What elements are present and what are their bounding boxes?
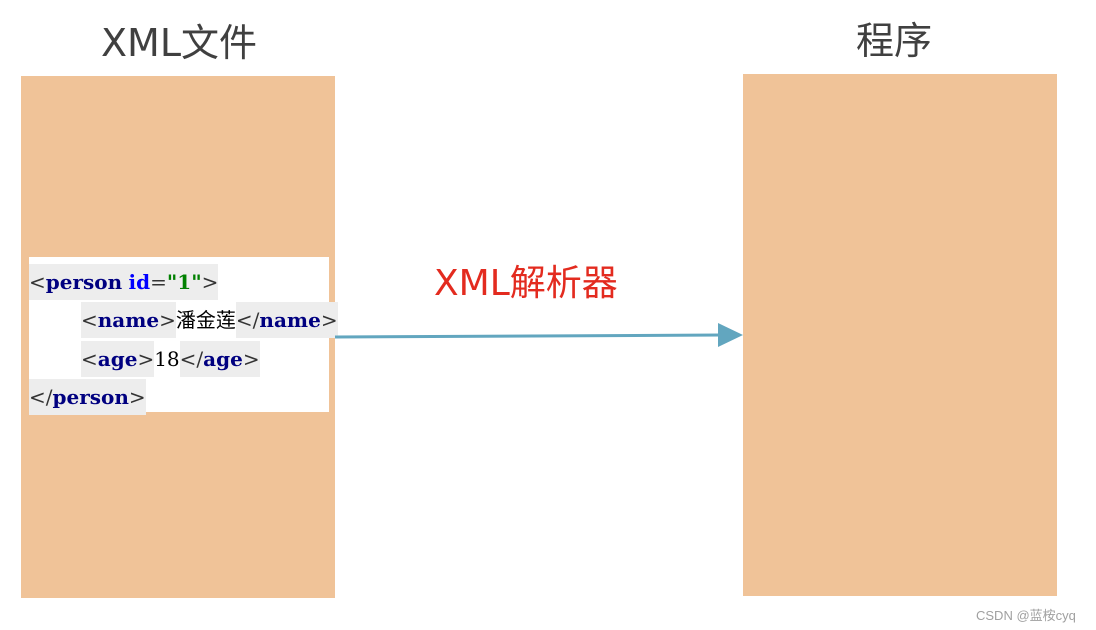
arrow-head [718, 323, 743, 347]
code-end-lt: </ [29, 385, 53, 409]
code-end-gt: > [128, 385, 146, 409]
code-end-tag-person: person [52, 385, 129, 409]
code-end-tag-name: name [259, 308, 321, 332]
code-attr-id: id [128, 270, 151, 294]
code-eq: = [150, 270, 167, 294]
code-line-age: <age>18</age> [81, 341, 260, 377]
code-line-person-open: <person id="1"> [29, 264, 219, 300]
program-box [743, 74, 1057, 596]
code-tag-age: age [97, 347, 138, 371]
code-tag-name: name [97, 308, 160, 332]
xml-parser-label: XML解析器 [434, 263, 618, 304]
code-tag-person: person [45, 270, 123, 294]
code-end-gt: > [320, 308, 338, 332]
code-gt: > [137, 347, 155, 371]
code-lt: < [81, 347, 98, 371]
code-lt: < [81, 308, 98, 332]
code-age-value: 18 [154, 347, 180, 371]
code-attr-value: "1" [166, 270, 202, 294]
arrow-shaft [334, 333, 722, 339]
code-end-gt: > [242, 347, 260, 371]
code-line-person-close: </person> [29, 379, 146, 415]
xml-code-snippet: <person id="1"> <name>潘金莲</name> <age>18… [29, 257, 338, 415]
watermark: CSDN @蓝桉cyq [976, 608, 1076, 623]
code-name-value: 潘金莲 [175, 308, 236, 332]
code-lt: < [29, 270, 46, 294]
code-end-lt: </ [235, 308, 260, 332]
code-gt: > [201, 270, 219, 294]
code-end-lt: </ [179, 347, 204, 371]
program-heading: 程序 [856, 19, 933, 63]
code-end-tag-age: age [203, 347, 243, 371]
code-gt: > [159, 308, 176, 332]
code-line-name: <name>潘金莲</name> [81, 302, 338, 338]
xml-file-heading: XML文件 [101, 21, 257, 65]
